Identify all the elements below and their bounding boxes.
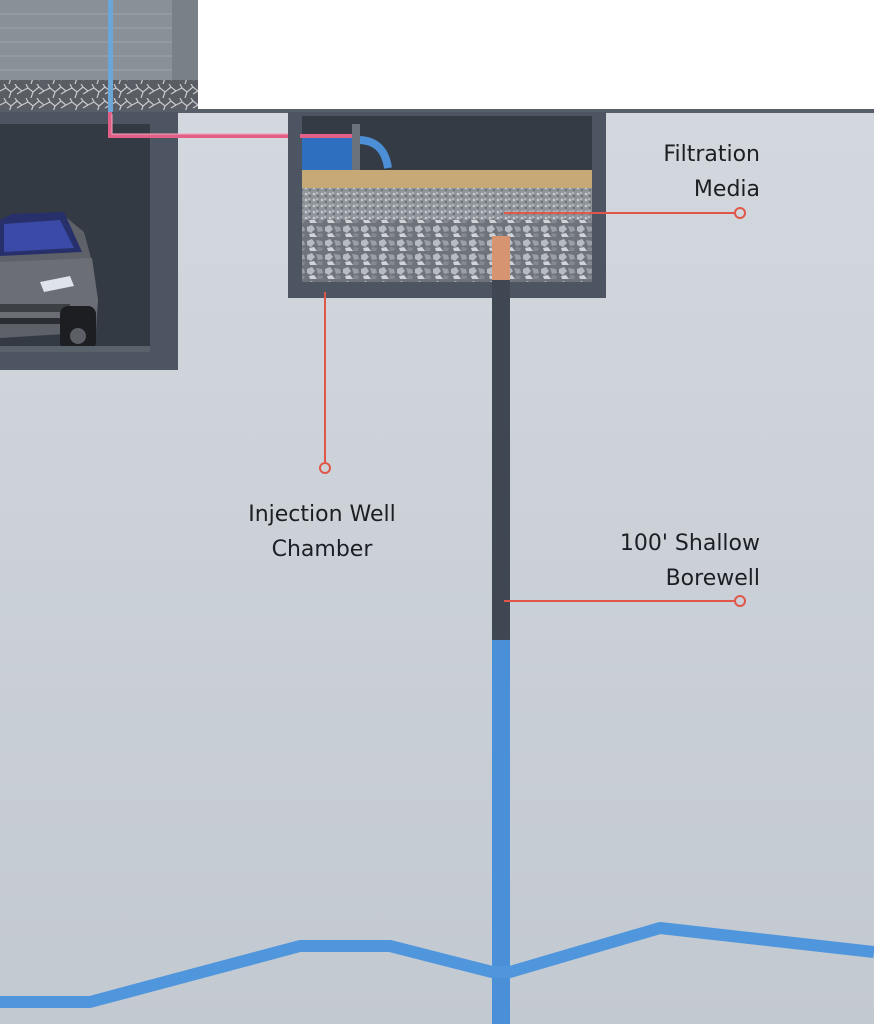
basement	[0, 112, 178, 370]
ground-surface-line	[0, 109, 874, 113]
building	[0, 0, 198, 112]
borewell-casing-top	[492, 236, 510, 280]
label-filtration-media-line1: Filtration	[663, 142, 760, 167]
borewell-water-section	[492, 640, 510, 1024]
car-icon	[0, 212, 98, 350]
pipe-icon	[108, 112, 300, 138]
label-shallow-borewell-line1: 100' Shallow	[619, 531, 760, 556]
injection-well-chamber	[288, 112, 606, 298]
label-injection-well-line1: Injection Well	[248, 502, 396, 527]
label-filtration-media-line2: Media	[693, 177, 760, 202]
stone-plinth	[0, 80, 198, 110]
downpipe	[108, 0, 113, 112]
label-injection-well-chamber: Injection Well Chamber	[240, 497, 404, 567]
callout-filtration-media	[504, 207, 746, 219]
label-filtration-media: Filtration Media	[663, 137, 760, 207]
fine-gravel-layer	[302, 188, 592, 220]
sand-layer	[302, 170, 592, 188]
callout-shallow-borewell	[504, 595, 746, 607]
gravel-texture	[302, 220, 592, 282]
borewell-dry-section	[492, 280, 510, 642]
water-table-line	[0, 922, 874, 1008]
blue-inlet-box	[302, 134, 358, 170]
label-shallow-borewell: 100' Shallow Borewell	[620, 526, 760, 596]
callout-injection-well-chamber	[319, 292, 331, 474]
label-injection-well-line2: Chamber	[271, 537, 373, 562]
label-shallow-borewell-line2: Borewell	[665, 566, 760, 591]
